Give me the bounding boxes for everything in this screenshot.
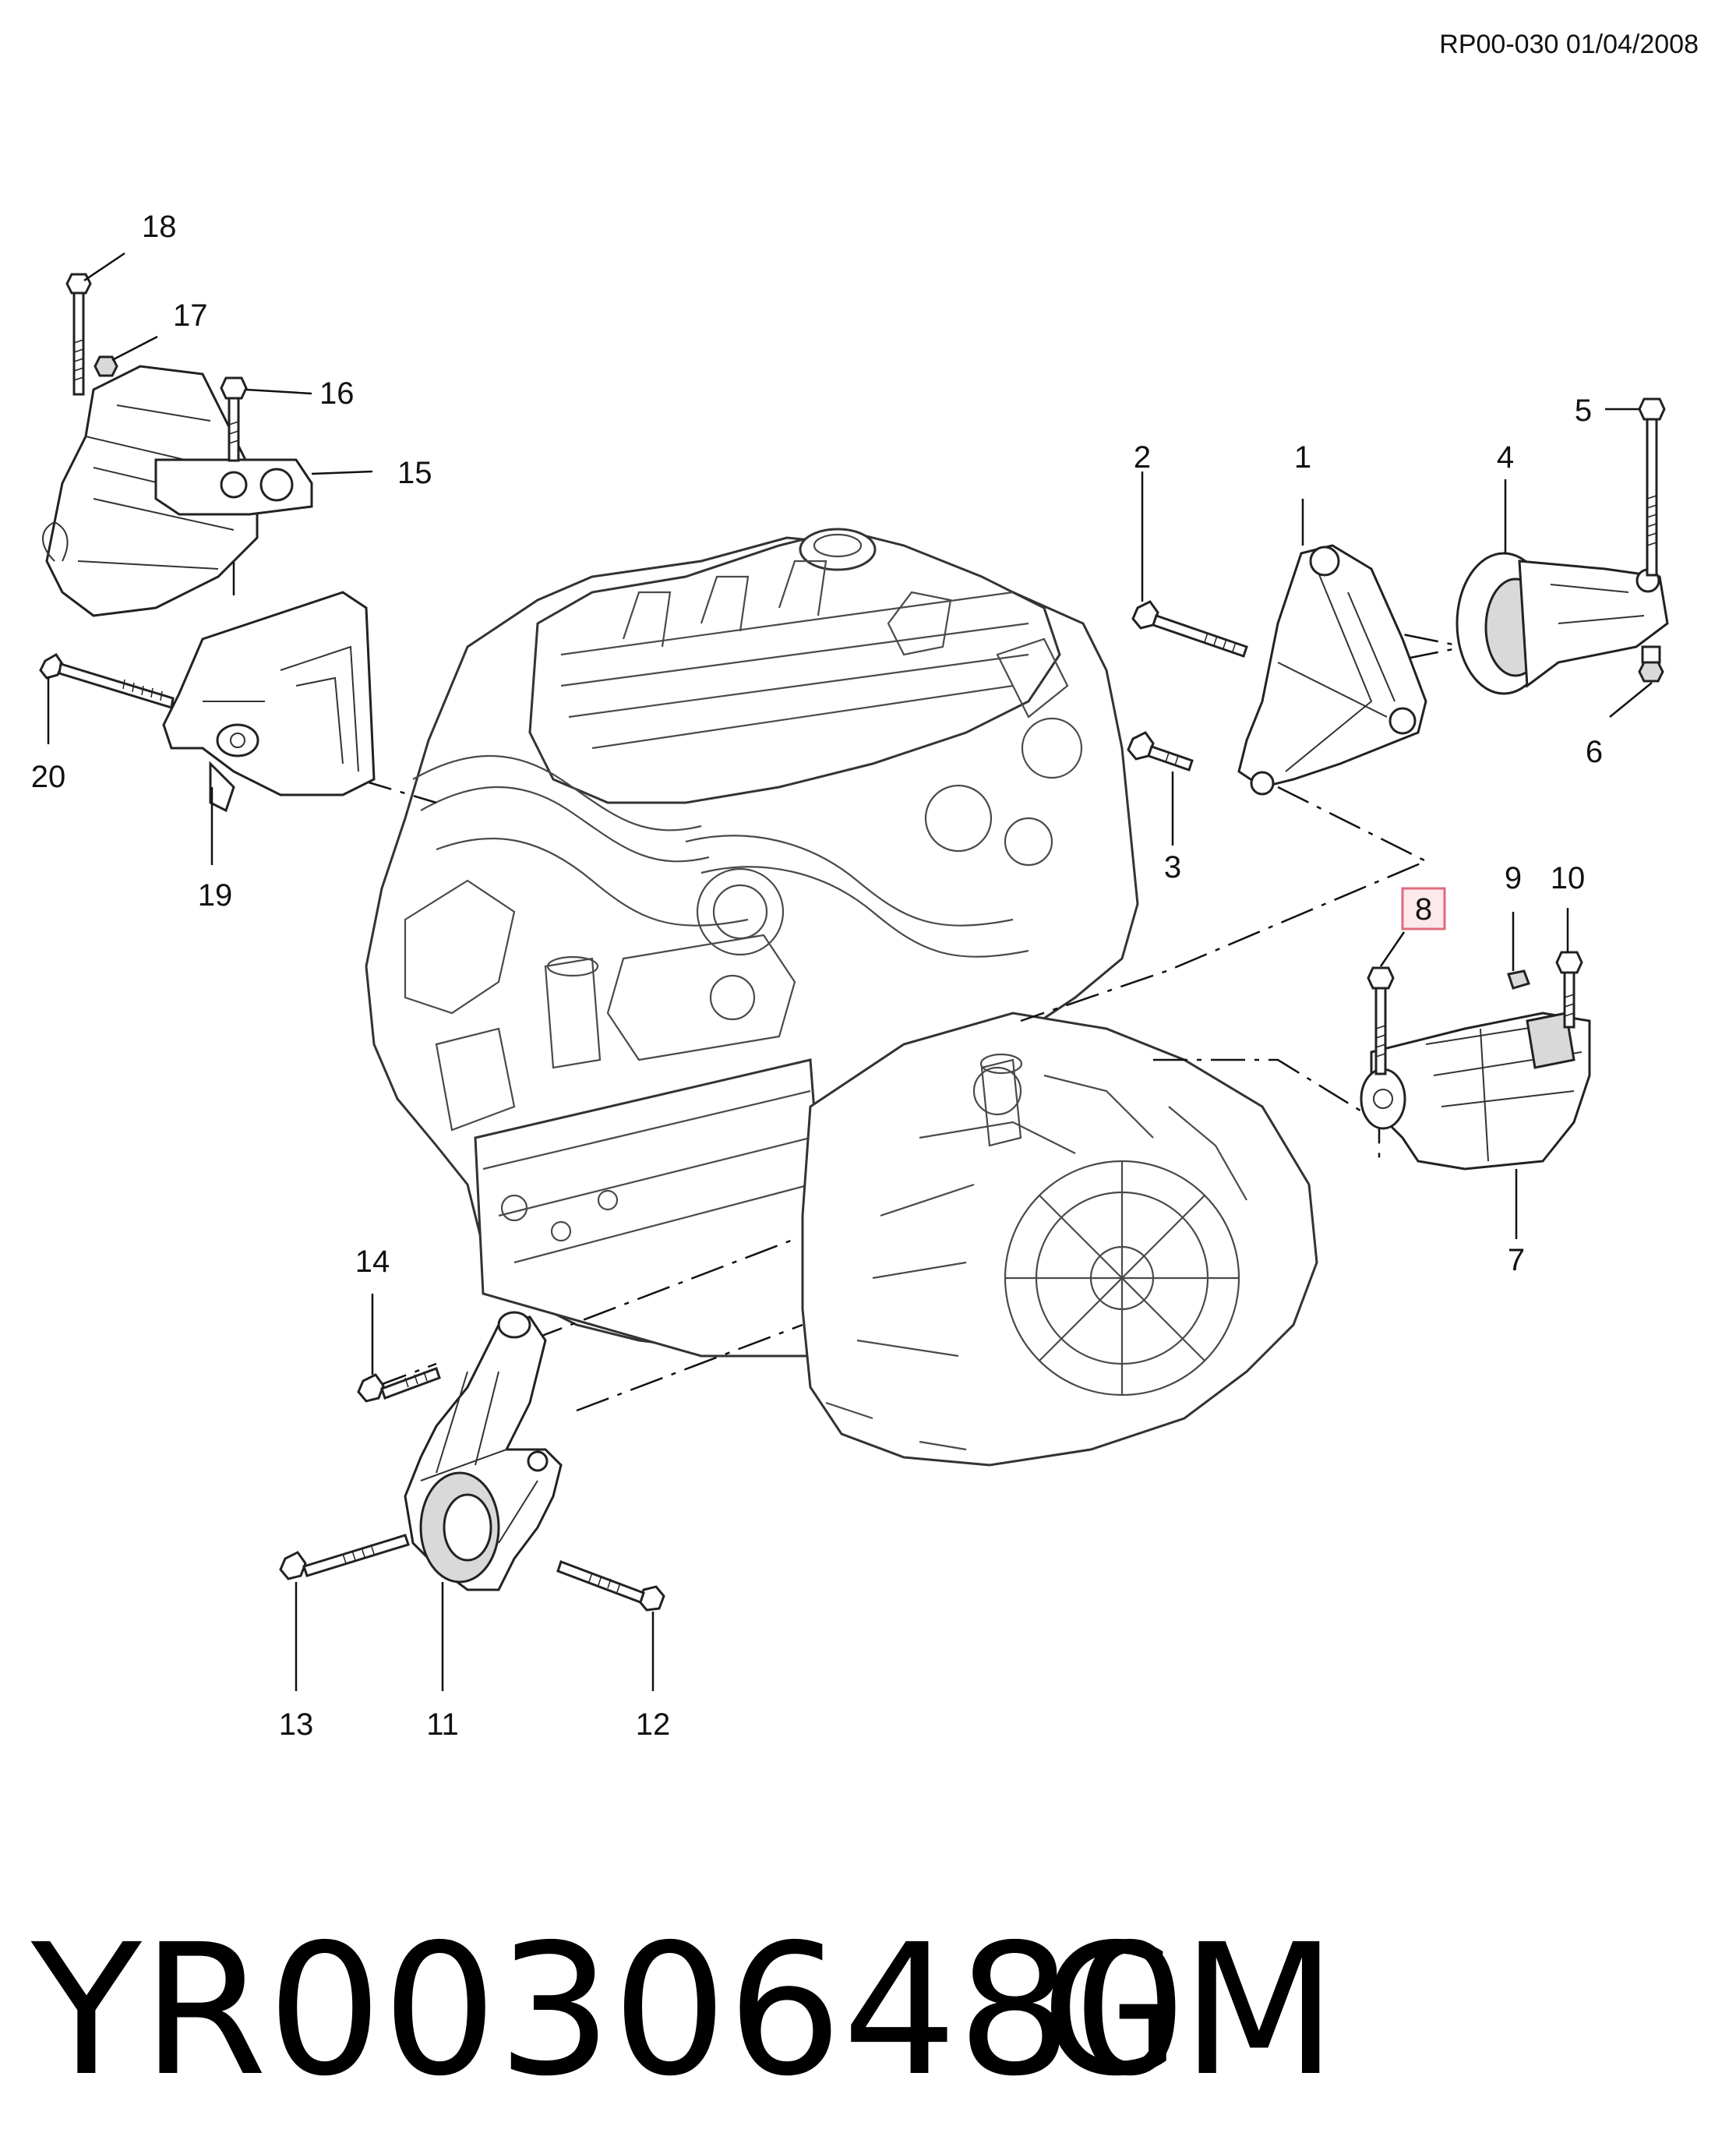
engine-transaxle-assembly	[365, 528, 1318, 1467]
bolt-10	[1555, 951, 1583, 1029]
callout-2: 2	[1134, 440, 1151, 475]
callout-8: 8	[1415, 892, 1432, 927]
bolt-3	[1127, 731, 1194, 772]
callout-13: 13	[279, 1707, 314, 1742]
callout-labels: 1 2 3 4 5 6 7 8 9 10 11 12 13 14 15 16 1…	[31, 210, 1603, 1742]
callout-4: 4	[1497, 440, 1514, 475]
bolt-2	[1131, 600, 1248, 658]
callout-19: 19	[198, 878, 233, 913]
callout-6: 6	[1586, 735, 1603, 769]
bolt-20	[39, 653, 175, 709]
nut-6	[1638, 645, 1664, 683]
left-mount-upper	[42, 365, 313, 617]
bolt-13	[279, 1534, 410, 1580]
bolt-12	[556, 1560, 665, 1612]
bolt-14	[357, 1367, 441, 1403]
rear-bracket-11	[404, 1311, 563, 1591]
callout-1: 1	[1294, 440, 1311, 475]
callout-10: 10	[1551, 861, 1586, 895]
callout-14: 14	[355, 1245, 390, 1279]
callout-12: 12	[636, 1707, 671, 1742]
callout-7: 7	[1508, 1243, 1525, 1277]
bolt-18	[65, 273, 92, 396]
left-bracket-19	[162, 591, 376, 813]
bolt-16	[220, 376, 248, 462]
bolt-8	[1367, 966, 1395, 1075]
leader-lines	[47, 252, 1653, 1691]
callout-9: 9	[1505, 861, 1522, 895]
callout-5: 5	[1575, 394, 1592, 428]
callout-15: 15	[397, 456, 432, 490]
callout-3: 3	[1164, 850, 1181, 885]
clip-9	[1507, 969, 1530, 990]
nut-17	[94, 355, 118, 377]
bolt-5	[1638, 397, 1666, 577]
callout-11: 11	[426, 1707, 459, 1742]
bracket-1	[1237, 544, 1427, 796]
mount-7	[1360, 1012, 1591, 1171]
reference-code: RP00-030 01/04/2008	[1439, 30, 1699, 59]
mount-4	[1455, 552, 1669, 695]
callout-20: 20	[31, 760, 66, 794]
brand-name: GM	[1041, 1905, 1337, 2116]
callout-18: 18	[142, 210, 177, 244]
highlight-box-8	[1401, 887, 1446, 930]
callout-17: 17	[173, 298, 208, 333]
part-number: YR00306480	[30, 1905, 1187, 2116]
callout-16: 16	[319, 376, 355, 411]
